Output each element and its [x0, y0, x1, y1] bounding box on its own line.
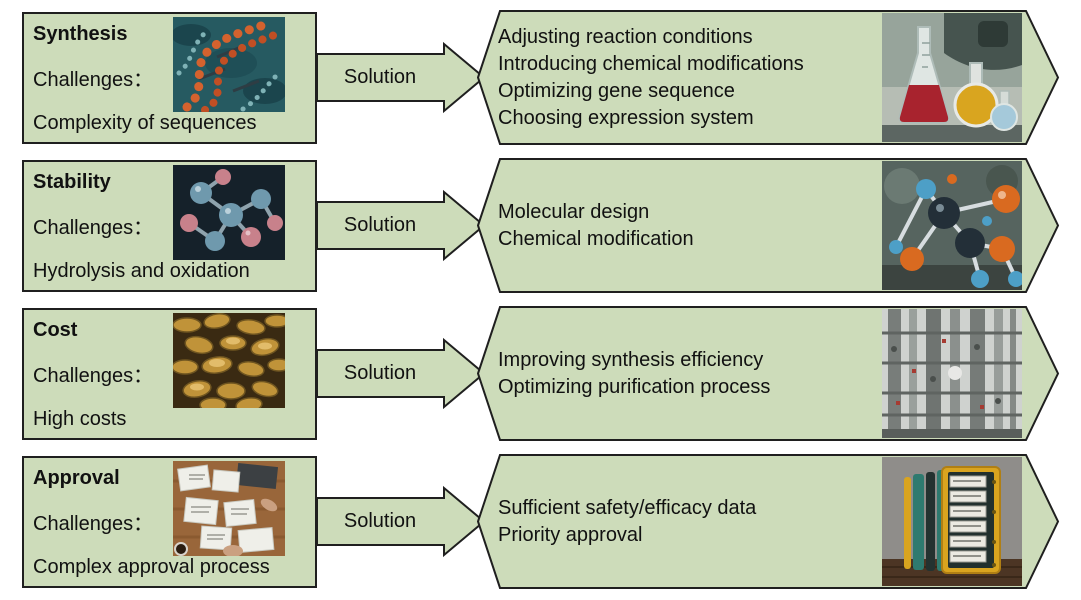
solution-arrow: Solution: [316, 337, 486, 410]
solution-banner-stability: Molecular design Chemical modification: [476, 157, 1060, 294]
row-synthesis: Synthesis Challenges： Complexity of sequ…: [0, 9, 1081, 148]
challenge-box-approval: Approval Challenges：: [22, 456, 317, 588]
solution-item: Choosing expression system: [498, 106, 754, 129]
solution-item: Optimizing purification process: [498, 375, 771, 398]
solution-item: Molecular design: [498, 200, 650, 223]
challenge-text: Complexity of sequences: [33, 112, 257, 134]
solution-item: Sufficient safety/efficacy data: [498, 496, 757, 519]
challenge-text: High costs: [33, 408, 127, 430]
solution-arrow: Solution: [316, 189, 486, 262]
challenge-title: Synthesis: [33, 23, 128, 45]
molecular-model-image: [882, 161, 1022, 290]
solution-item: Introducing chemical modifications: [498, 52, 804, 75]
challenge-box-synthesis: Synthesis Challenges： Complexity of sequ…: [22, 12, 317, 144]
challenges-label: Challenges：: [33, 69, 154, 91]
solution-banner-cost: Improving synthesis efficiency Optimizin…: [476, 305, 1060, 442]
solution-arrow: Solution: [316, 485, 486, 558]
row-approval: Approval Challenges：: [0, 453, 1081, 592]
challenge-title: Approval: [33, 467, 120, 489]
solution-list: Adjusting reaction conditions Introducin…: [498, 12, 878, 143]
challenges-label: Challenges：: [33, 513, 154, 535]
challenge-title: Stability: [33, 171, 111, 193]
challenge-text: Complex approval process: [33, 556, 270, 578]
solution-arrow-label: Solution: [343, 66, 417, 88]
solution-item: Priority approval: [498, 523, 643, 546]
challenge-box-cost: Cost Challenges：: [22, 308, 317, 440]
paperwork-desk-image: [173, 461, 285, 556]
solution-list: Sufficient safety/efficacy data Priority…: [498, 456, 878, 587]
solution-item: Improving synthesis efficiency: [498, 348, 764, 371]
molecule-ball-stick-image: [173, 165, 285, 260]
solution-arrow-label: Solution: [343, 362, 417, 384]
row-cost: Cost Challenges：: [0, 305, 1081, 444]
solution-list: Improving synthesis efficiency Optimizin…: [498, 308, 878, 439]
document-binders-image: [882, 457, 1022, 586]
solution-arrow-label: Solution: [343, 214, 417, 236]
challenge-title: Cost: [33, 319, 78, 341]
solution-item: Adjusting reaction conditions: [498, 25, 753, 48]
solution-arrow-label: Solution: [343, 510, 417, 532]
solution-arrow: Solution: [316, 41, 486, 114]
challenge-text: Hydrolysis and oxidation: [33, 260, 250, 282]
solution-banner-approval: Sufficient safety/efficacy data Priority…: [476, 453, 1060, 590]
solution-banner-synthesis: Adjusting reaction conditions Introducin…: [476, 9, 1060, 146]
gold-coins-image: [173, 313, 285, 408]
challenges-label: Challenges：: [33, 365, 154, 387]
chemical-plant-image: [882, 309, 1022, 438]
dna-double-helix-image: [173, 17, 285, 112]
row-stability: Stability Challenges：: [0, 157, 1081, 296]
solution-list: Molecular design Chemical modification: [498, 160, 878, 291]
solution-item: Optimizing gene sequence: [498, 79, 735, 102]
challenge-box-stability: Stability Challenges：: [22, 160, 317, 292]
challenges-label: Challenges：: [33, 217, 154, 239]
laboratory-flasks-image: [882, 13, 1022, 142]
solution-item: Chemical modification: [498, 227, 694, 250]
